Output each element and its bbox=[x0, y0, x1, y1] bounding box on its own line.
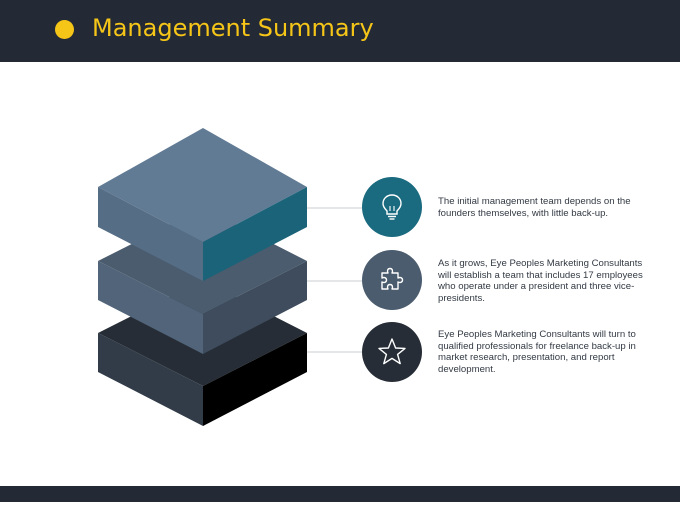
lightbulb-icon bbox=[382, 194, 402, 220]
layer-bottom-right-face bbox=[203, 333, 307, 426]
layer-top-left-face bbox=[98, 187, 203, 281]
layer-middle-right-face bbox=[203, 261, 307, 354]
stack-layer-top bbox=[98, 128, 307, 281]
item-2-circle bbox=[362, 250, 422, 310]
title-bullet-dot bbox=[55, 20, 74, 39]
layer-top-top-face bbox=[98, 128, 307, 242]
star-icon bbox=[378, 338, 406, 365]
puzzle-icon bbox=[381, 267, 404, 290]
page-title: Management Summary bbox=[92, 14, 374, 42]
footer-bar bbox=[0, 486, 680, 502]
item-1-text: The initial management team depends on t… bbox=[438, 196, 631, 219]
layer-top-right-face bbox=[203, 187, 307, 281]
item-3-circle bbox=[362, 322, 422, 382]
layer-middle-left-face bbox=[98, 261, 203, 354]
item-3-text: Eye Peoples Marketing Consultants will t… bbox=[438, 329, 636, 375]
item-1-circle bbox=[362, 177, 422, 237]
layer-bottom-left-face bbox=[98, 333, 203, 426]
item-2-text: As it grows, Eye Peoples Marketing Consu… bbox=[438, 258, 643, 304]
header-bar: Management Summary bbox=[0, 0, 680, 62]
